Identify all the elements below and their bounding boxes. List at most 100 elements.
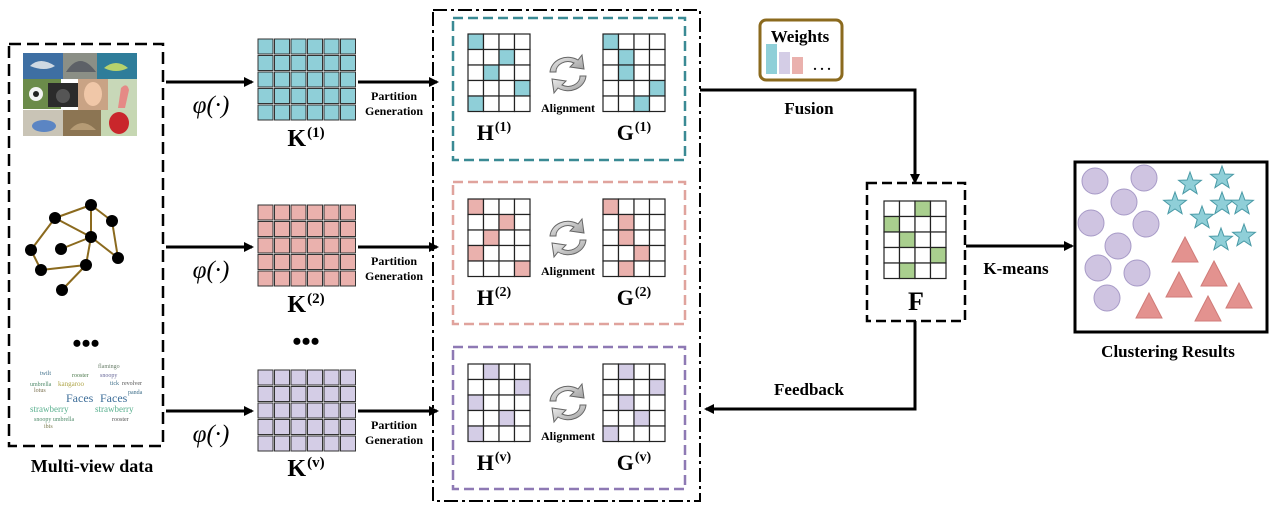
word-big: Faces	[66, 391, 94, 405]
kernel-cell	[274, 221, 290, 237]
grid-cell	[633, 213, 651, 231]
kernel-cell	[257, 88, 274, 104]
phi-arrows: φ(·) φ(·) φ(·)	[166, 77, 254, 448]
kernel-cell	[340, 237, 356, 254]
grid-cell	[513, 198, 531, 216]
fused-matrix	[883, 200, 947, 280]
kernel-cell	[323, 402, 340, 419]
kernel-cell	[340, 419, 356, 435]
grid-cell	[648, 378, 666, 396]
grid-cell	[498, 95, 516, 113]
grid-cell	[602, 409, 620, 427]
word-small: kangaroo	[58, 380, 85, 388]
grid-cell	[898, 200, 916, 218]
grid-cell	[648, 409, 666, 427]
grid-cell	[467, 48, 485, 66]
grid-cell	[617, 213, 635, 231]
grid-cell	[617, 198, 635, 216]
kernel-cell	[307, 237, 323, 254]
grid-cell	[513, 425, 531, 443]
grid-cell	[498, 409, 516, 427]
kernel-cell	[274, 254, 290, 270]
grid-cell	[498, 425, 516, 443]
cluster-star	[1177, 170, 1203, 195]
grid-cell	[883, 200, 901, 218]
cluster-triangles	[1135, 235, 1253, 322]
alignment-icon-3	[549, 382, 587, 424]
kernel-cell	[274, 435, 290, 452]
kernel-cell	[257, 419, 274, 435]
kernel-cell	[257, 435, 274, 452]
clustering-caption: Clustering Results	[1101, 342, 1235, 361]
grid-cell	[482, 378, 500, 396]
grid-cell	[648, 33, 666, 51]
partition-label-1b: Generation	[365, 104, 423, 118]
kernel-matrix-1	[257, 38, 356, 121]
grid-cell	[513, 48, 531, 66]
grid-cell	[498, 48, 516, 66]
kernel-cell	[257, 55, 274, 71]
kmeans-label: K-means	[983, 259, 1049, 278]
cluster-star	[1209, 164, 1235, 189]
grid-cell	[513, 394, 531, 412]
h-label-1: H(1)	[477, 120, 512, 145]
grid-cell	[513, 33, 531, 51]
partition-label-1a: Partition	[371, 89, 417, 103]
word-small: rooster	[112, 417, 129, 423]
word-small: snoopy umbrella	[34, 417, 74, 423]
kernel-label-1: K(1)	[287, 125, 324, 152]
weights-ellipsis: . . .	[813, 59, 831, 74]
cluster-star	[1189, 204, 1215, 229]
kernel-cell	[307, 204, 323, 221]
partition-arrows: Partition Generation Partition Generatio…	[358, 77, 439, 447]
grid-cell	[467, 409, 485, 427]
grid-cell	[648, 198, 666, 216]
grid-cell	[513, 229, 531, 247]
grid-cell	[513, 378, 531, 396]
grid-cell	[498, 64, 516, 82]
g-grid-1	[602, 33, 666, 113]
grid-cell	[617, 425, 635, 443]
kernel-cell	[323, 369, 340, 386]
alignment-outer-box	[432, 9, 701, 502]
grid-cell	[883, 231, 901, 249]
cluster-star	[1229, 190, 1255, 215]
word-small: umbrella	[30, 382, 52, 388]
grid-cell	[498, 79, 516, 97]
phi-label-1: φ(·)	[193, 92, 230, 119]
grid-cell	[602, 363, 620, 381]
word-mid: strawberry	[30, 404, 69, 414]
kernel-cell	[290, 38, 307, 55]
grid-cell	[513, 79, 531, 97]
kernel-cell	[323, 38, 340, 55]
kernel-cell	[257, 402, 274, 419]
grid-cell	[467, 378, 485, 396]
kernel-cell	[340, 435, 356, 452]
kernel-label-3: K(v)	[287, 455, 324, 482]
kernel-cell	[323, 270, 340, 287]
weights-box: Weights . . .	[758, 18, 844, 82]
kernel-cell	[307, 71, 323, 88]
grid-cell	[648, 79, 666, 97]
grid-cell	[648, 260, 666, 278]
g-grid-2	[602, 198, 666, 278]
kernel-cell	[290, 88, 307, 104]
ellipsis-dots: •••	[72, 329, 99, 358]
kernel-cell	[340, 270, 356, 287]
grid-cell	[914, 200, 932, 218]
grid-cell	[482, 394, 500, 412]
grid-cell	[648, 64, 666, 82]
fusion-label: Fusion	[784, 99, 834, 118]
grid-cell	[617, 79, 635, 97]
grid-cell	[914, 215, 932, 233]
kernel-cell	[340, 402, 356, 419]
phi-label-3: φ(·)	[193, 421, 230, 448]
grid-cell	[602, 48, 620, 66]
kernel-cell	[340, 369, 356, 386]
grid-cell	[482, 409, 500, 427]
grid-cell	[467, 229, 485, 247]
graph-nodes	[25, 199, 124, 296]
grid-cell	[498, 244, 516, 262]
kernel-cell	[257, 386, 274, 402]
